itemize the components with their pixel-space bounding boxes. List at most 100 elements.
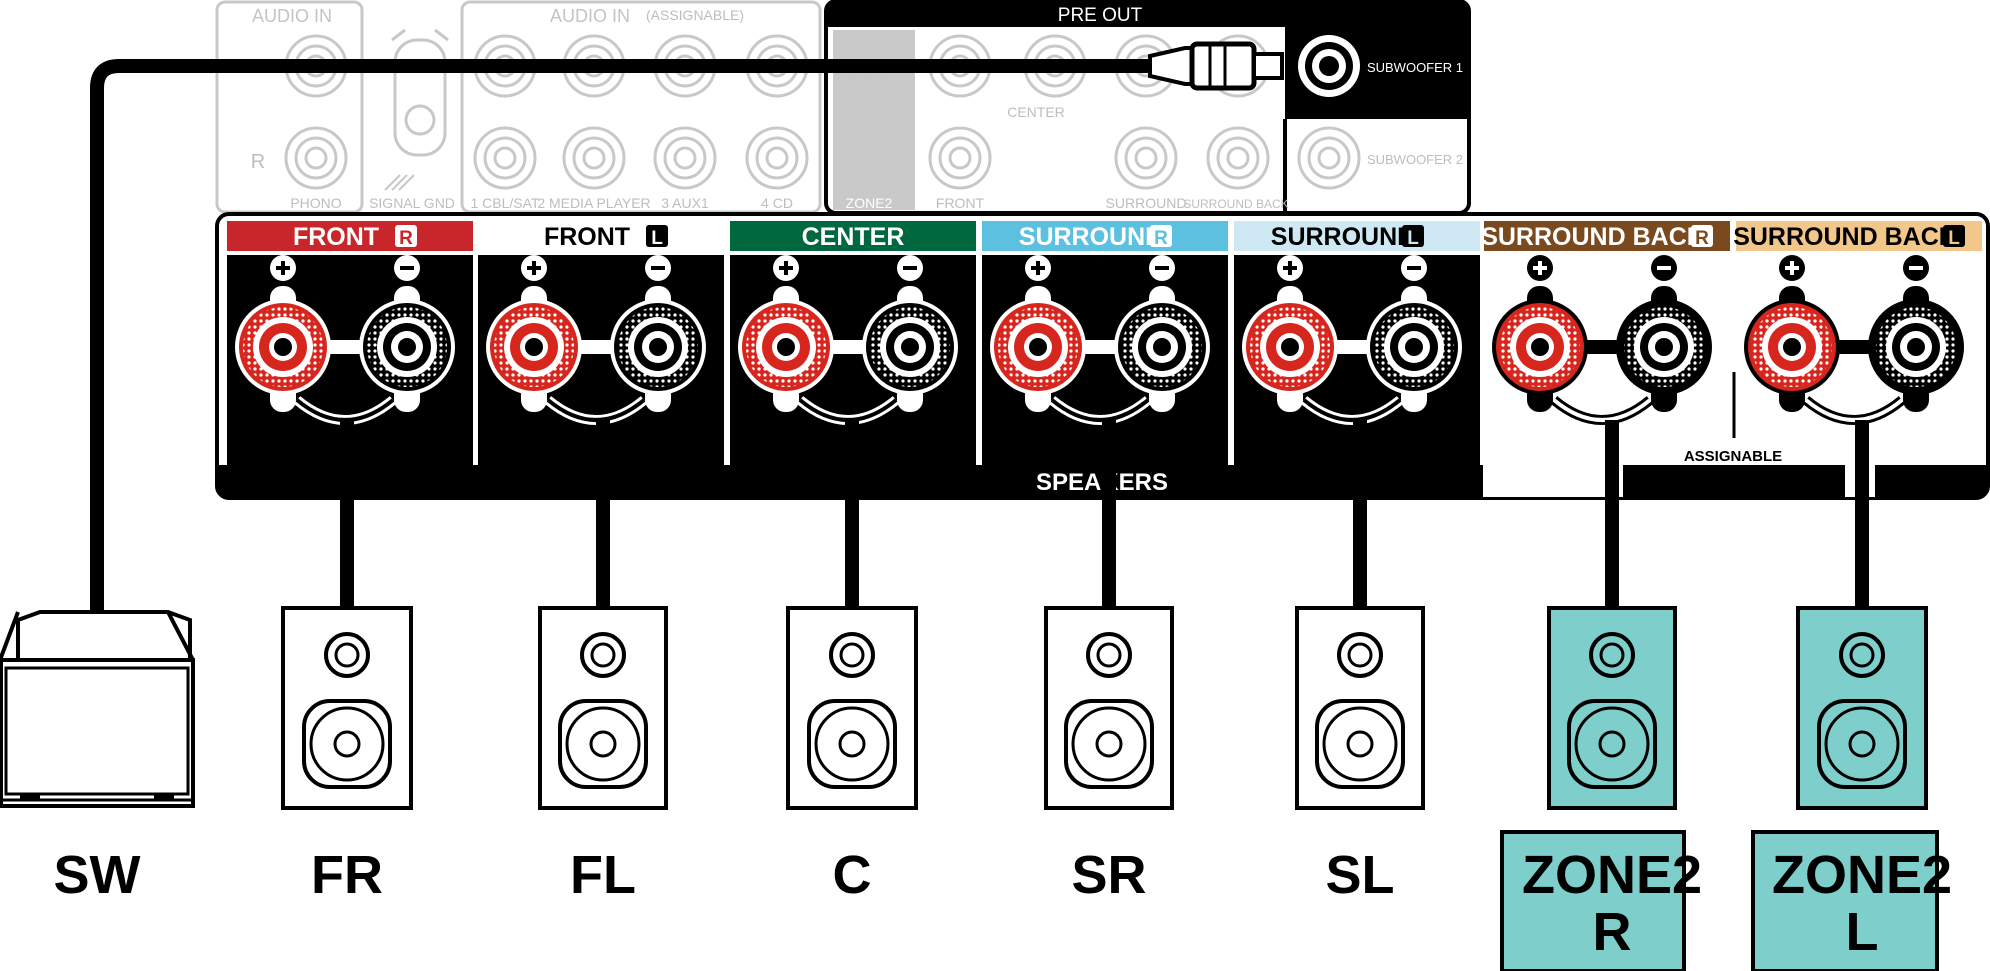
tweeter-icon — [829, 632, 875, 678]
subwoofer-cable — [90, 41, 1284, 610]
tweeter-icon — [1337, 632, 1383, 678]
channel-label: CENTER — [802, 223, 905, 251]
positive-terminal-icon — [1744, 299, 1840, 395]
label-phono: PHONO — [290, 195, 341, 211]
channel-badge-letter: R — [1154, 228, 1168, 249]
label-zone2-r-line1: ZONE2 — [1522, 845, 1702, 905]
channel-badge — [1691, 225, 1713, 247]
plus-icon — [773, 255, 799, 281]
minus-icon — [645, 255, 671, 281]
minus-icon — [1149, 255, 1175, 281]
rca-jack-icon — [837, 126, 901, 190]
speaker-box — [1044, 606, 1174, 810]
positive-terminal-icon — [486, 299, 582, 395]
woofer-icon — [558, 699, 648, 789]
zone2-l-label-box — [1751, 830, 1939, 971]
channel-header — [227, 221, 473, 251]
tweeter-icon — [1086, 632, 1132, 678]
pre-out-panel: PRE OUT SUBWOOFER 1 SUBWOOFER 2 CENTER Z… — [824, 0, 1471, 215]
channel-badge — [1402, 225, 1424, 247]
plus-icon — [1025, 255, 1051, 281]
audio-in-title: AUDIO IN — [252, 6, 332, 26]
label-media-player: 2 MEDIA PLAYER — [537, 195, 650, 211]
plus-icon — [1527, 255, 1553, 281]
label-preout-surround: SURROUND — [1106, 195, 1187, 211]
negative-terminal-icon — [1114, 299, 1210, 395]
subwoofer-2-jack-icon — [1297, 126, 1361, 190]
channel-label: SURROUND BACK — [1481, 223, 1705, 251]
audio-in-panel: AUDIO IN AUDIO IN (ASSIGNABLE) R PHONO S… — [215, 0, 822, 214]
negative-terminal-icon — [1868, 299, 1964, 395]
label-preout-center: CENTER — [1007, 104, 1065, 120]
speaker-cables — [340, 420, 1869, 610]
channel-header — [1234, 221, 1480, 251]
speaker-labels: SW FR FL C SR SL ZONE2 R ZONE2 L — [54, 845, 1953, 962]
positive-terminal-icon — [990, 299, 1086, 395]
plus-icon — [270, 255, 296, 281]
channel-badge-letter: L — [1407, 228, 1419, 249]
woofer-icon — [302, 699, 392, 789]
minus-icon — [1651, 255, 1677, 281]
channel-label: FRONT — [544, 223, 630, 251]
channel-badge — [395, 225, 417, 247]
rca-jack-icon — [284, 126, 348, 190]
negative-terminal-icon — [1616, 299, 1712, 395]
minus-icon — [1401, 255, 1427, 281]
plus-icon — [1277, 255, 1303, 281]
rca-jack-icon — [473, 126, 537, 190]
pre-out-title: PRE OUT — [1058, 5, 1143, 26]
audio-in-assignable-note: (ASSIGNABLE) — [646, 7, 744, 23]
speaker-cable — [1855, 420, 1869, 610]
label-fl: FL — [570, 845, 636, 905]
label-preout-surround-back: SURROUND BACK — [1183, 197, 1288, 211]
channel-badge-letter: R — [399, 228, 413, 249]
woofer-icon — [1567, 699, 1657, 789]
positive-terminal-icon — [1242, 299, 1338, 395]
negative-terminal-icon — [862, 299, 958, 395]
channel-header — [1484, 221, 1730, 251]
label-signal-gnd: SIGNAL GND — [369, 195, 455, 211]
label-subwoofer-1: SUBWOOFER 1 — [1367, 60, 1463, 75]
tweeter-icon — [1839, 632, 1885, 678]
channel-header — [478, 221, 724, 251]
channel-header — [1736, 221, 1982, 251]
speaker-box — [1295, 606, 1425, 810]
channel-label: SURROUND BACK — [1733, 223, 1957, 251]
rca-jack-icon — [1206, 126, 1270, 190]
zone2-r-label-box — [1500, 830, 1686, 971]
label-aux1: 3 AUX1 — [661, 195, 709, 211]
speaker-boxes — [281, 606, 1928, 810]
positive-terminal-icon — [1492, 299, 1588, 395]
tweeter-icon — [1589, 632, 1635, 678]
speaker-cable — [1353, 420, 1367, 610]
label-subwoofer-2: SUBWOOFER 2 — [1367, 152, 1463, 167]
positive-terminal-icon — [738, 299, 834, 395]
rca-jack-icon — [1114, 126, 1178, 190]
positive-terminal-icon — [235, 299, 331, 395]
minus-icon — [1903, 255, 1929, 281]
woofer-icon — [807, 699, 897, 789]
channel-label: SURROUND — [1019, 223, 1163, 251]
label-preout-front: FRONT — [936, 195, 985, 211]
channel-label: SURROUND — [1271, 223, 1415, 251]
label-fr: FR — [311, 845, 383, 905]
label-preout-zone2: ZONE2 — [846, 195, 893, 211]
speaker-cable — [1102, 420, 1116, 610]
minus-icon — [394, 255, 420, 281]
speaker-cable — [845, 420, 859, 610]
audio-in-assignable-title: AUDIO IN — [550, 6, 630, 26]
label-c: C — [833, 845, 872, 905]
label-sr: SR — [1071, 845, 1146, 905]
woofer-icon — [1817, 699, 1907, 789]
label-zone2-r-line2: R — [1593, 902, 1632, 962]
channel-badge-letter: L — [651, 228, 663, 249]
channel-badge-letter: L — [1948, 228, 1960, 249]
label-zone2-l-line1: ZONE2 — [1772, 845, 1952, 905]
channel-badge — [646, 225, 668, 247]
rca-jack-icon — [745, 126, 809, 190]
plus-icon — [521, 255, 547, 281]
audio-in-r-mark: R — [251, 151, 265, 173]
